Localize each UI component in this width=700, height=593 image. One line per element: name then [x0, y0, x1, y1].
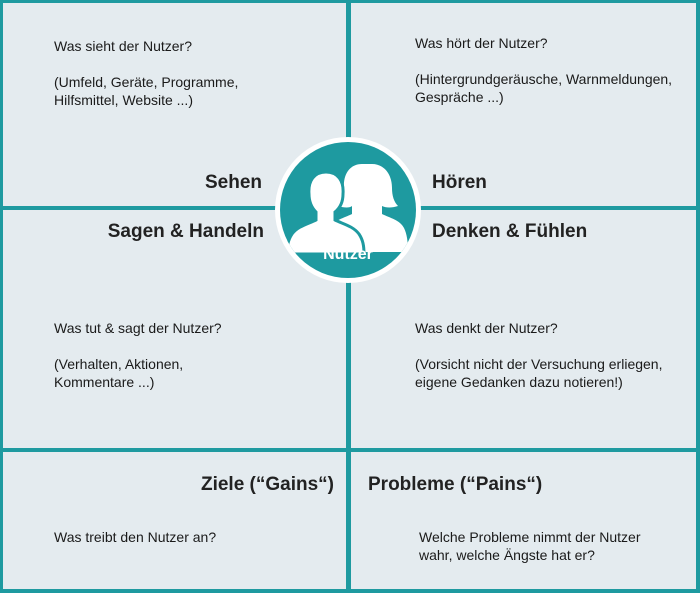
sehen-question: Was sieht der Nutzer? — [54, 38, 192, 54]
denken-hint: (Vorsicht nicht der Versuchung erliegen,… — [415, 356, 663, 390]
sagen-question: Was tut & sagt der Nutzer? — [54, 320, 222, 336]
denken-question: Was denkt der Nutzer? — [415, 320, 558, 336]
probleme-heading: Probleme (“Pains“) — [368, 474, 543, 495]
center-hub — [280, 142, 416, 278]
quadrant-probleme — [351, 452, 696, 589]
sehen-heading: Sehen — [204, 172, 262, 193]
sagen-hint: (Verhalten, Aktionen, Kommentare ...) — [54, 356, 184, 390]
ziele-heading: Ziele (“Gains“) — [200, 474, 334, 495]
center-label: Nutzer — [323, 246, 373, 263]
hoeren-heading: Hören — [432, 172, 487, 193]
sagen-heading: Sagen & Handeln — [107, 221, 264, 242]
hoeren-hint: (Hintergrundgeräusche, Warnmeldungen, Ge… — [415, 71, 673, 105]
probleme-question: Welche Probleme nimmt der Nutzer wahr, w… — [419, 529, 641, 563]
denken-heading: Denken & Fühlen — [432, 221, 588, 242]
sehen-hint: (Umfeld, Geräte, Programme, Hilfsmittel,… — [54, 74, 239, 108]
ziele-question: Was treibt den Nutzer an? — [54, 529, 217, 545]
two-persons-silhouette-icon — [285, 164, 408, 256]
hoeren-question: Was hört der Nutzer? — [415, 35, 548, 51]
quadrant-ziele — [3, 452, 346, 589]
